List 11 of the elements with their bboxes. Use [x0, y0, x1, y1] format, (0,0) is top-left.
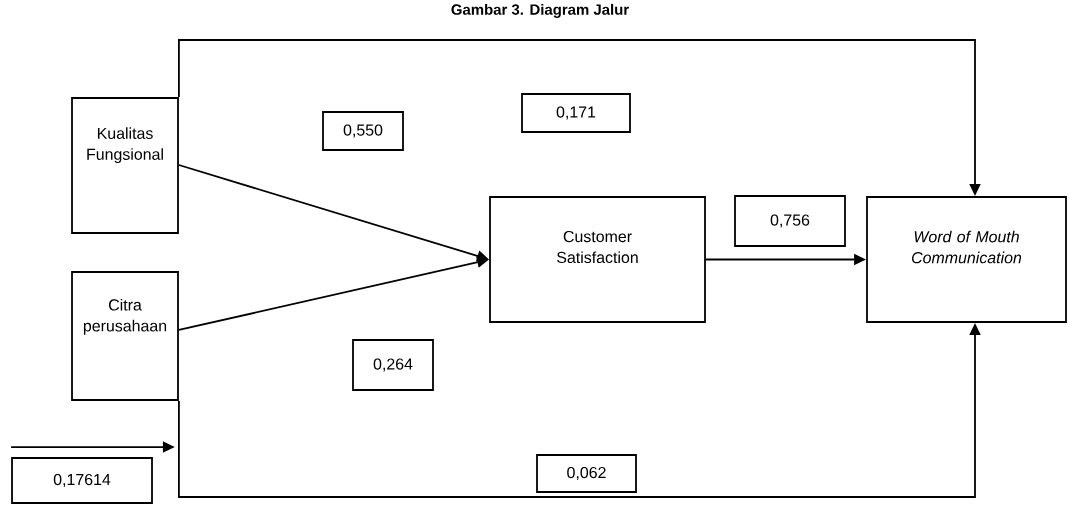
variable-box: Kualitas Fungsional	[71, 97, 179, 234]
coefficient-box: 0,17614	[11, 457, 153, 504]
variable-box: Word of Mouth Communication	[866, 196, 1067, 323]
coefficient-box: 0,171	[521, 93, 631, 133]
coefficient-box: 0,756	[734, 195, 846, 247]
coefficient-box: 0,550	[322, 111, 404, 151]
coefficient-box: 0,062	[536, 454, 637, 493]
variable-box: Citra perusahaan	[71, 271, 179, 401]
variable-box: Customer Satisfaction	[489, 196, 706, 323]
title: Gambar 3. Diagram Jalur	[451, 3, 629, 18]
coefficient-box: 0,264	[352, 339, 434, 391]
